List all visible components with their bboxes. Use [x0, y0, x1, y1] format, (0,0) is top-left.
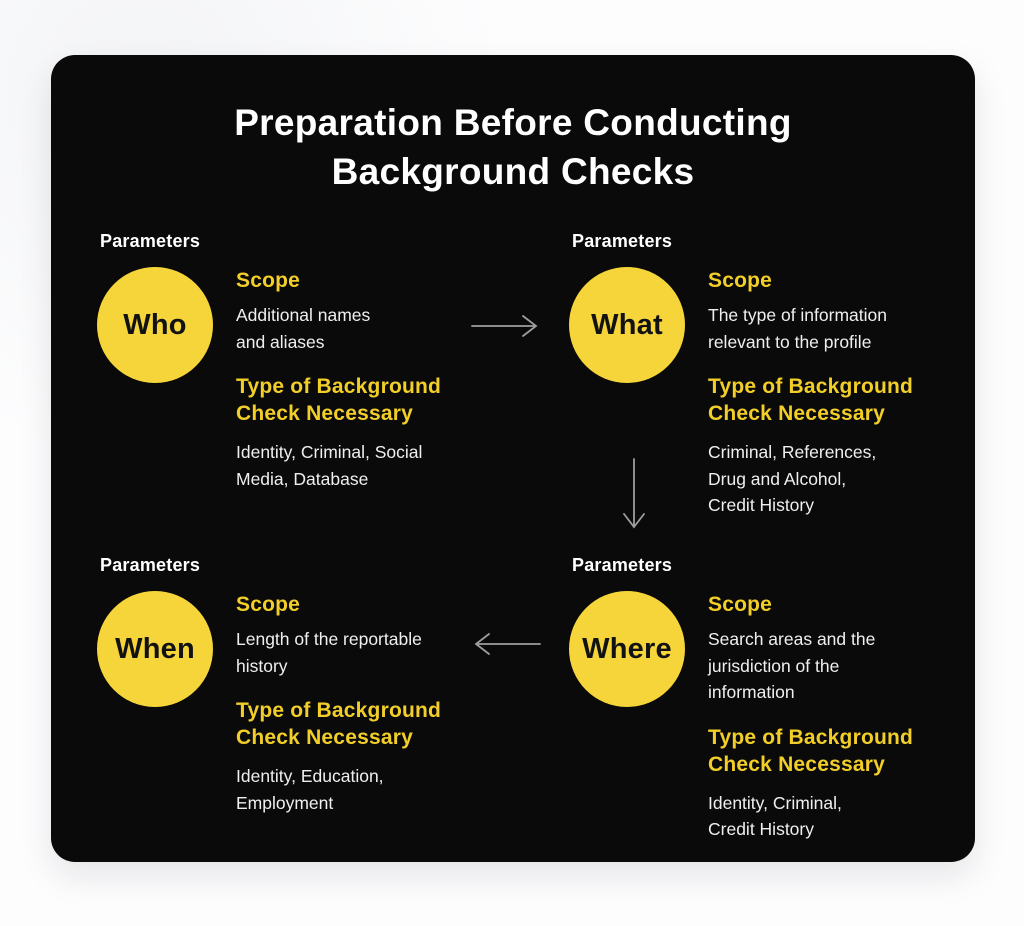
- type-text: Identity, Criminal, Social Media, Databa…: [236, 441, 423, 489]
- quadrant-when: Parameters When Scope Length of the repo…: [97, 555, 517, 835]
- parameters-label: Parameters: [572, 231, 673, 251]
- type-heading: Type of Background Check Necessary: [236, 699, 442, 750]
- type-text: Identity, Education, Employment: [236, 765, 384, 813]
- scope-text: The type of information relevant to the …: [708, 305, 887, 352]
- when-circle: When: [97, 591, 213, 707]
- quadrant-where: Parameters Where Scope Search areas and …: [569, 555, 989, 862]
- type-text: Identity, Criminal, Credit History: [708, 792, 842, 840]
- parameters-label: Parameters: [100, 555, 201, 575]
- scope-heading: Scope: [236, 269, 301, 292]
- scope-text: Additional names and aliases: [236, 305, 371, 352]
- arrow-right-icon: [471, 313, 541, 339]
- what-circle: What: [569, 267, 685, 383]
- scope-heading: Scope: [708, 593, 773, 616]
- scope-heading: Scope: [236, 593, 301, 616]
- parameters-label: Parameters: [100, 231, 201, 251]
- scope-heading: Scope: [708, 269, 773, 292]
- infographic-card: Preparation Before Conducting Background…: [51, 55, 975, 862]
- arrow-left-icon: [471, 631, 541, 657]
- quadrant-who: Parameters Who Scope Additional names an…: [97, 231, 517, 511]
- scope-text: Search areas and the jurisdiction of the…: [708, 629, 876, 703]
- type-heading: Type of Background Check Necessary: [236, 375, 442, 426]
- parameters-label: Parameters: [572, 555, 673, 575]
- who-circle: Who: [97, 267, 213, 383]
- page-title: Preparation Before Conducting Background…: [234, 102, 792, 192]
- type-text: Criminal, References, Drug and Alcohol, …: [708, 441, 877, 516]
- type-heading: Type of Background Check Necessary: [708, 725, 914, 776]
- scope-text: Length of the reportable history: [236, 629, 422, 676]
- where-circle: Where: [569, 591, 685, 707]
- type-heading: Type of Background Check Necessary: [708, 375, 914, 426]
- quadrant-what: Parameters What Scope The type of inform…: [569, 231, 989, 538]
- arrow-down-icon: [621, 458, 647, 532]
